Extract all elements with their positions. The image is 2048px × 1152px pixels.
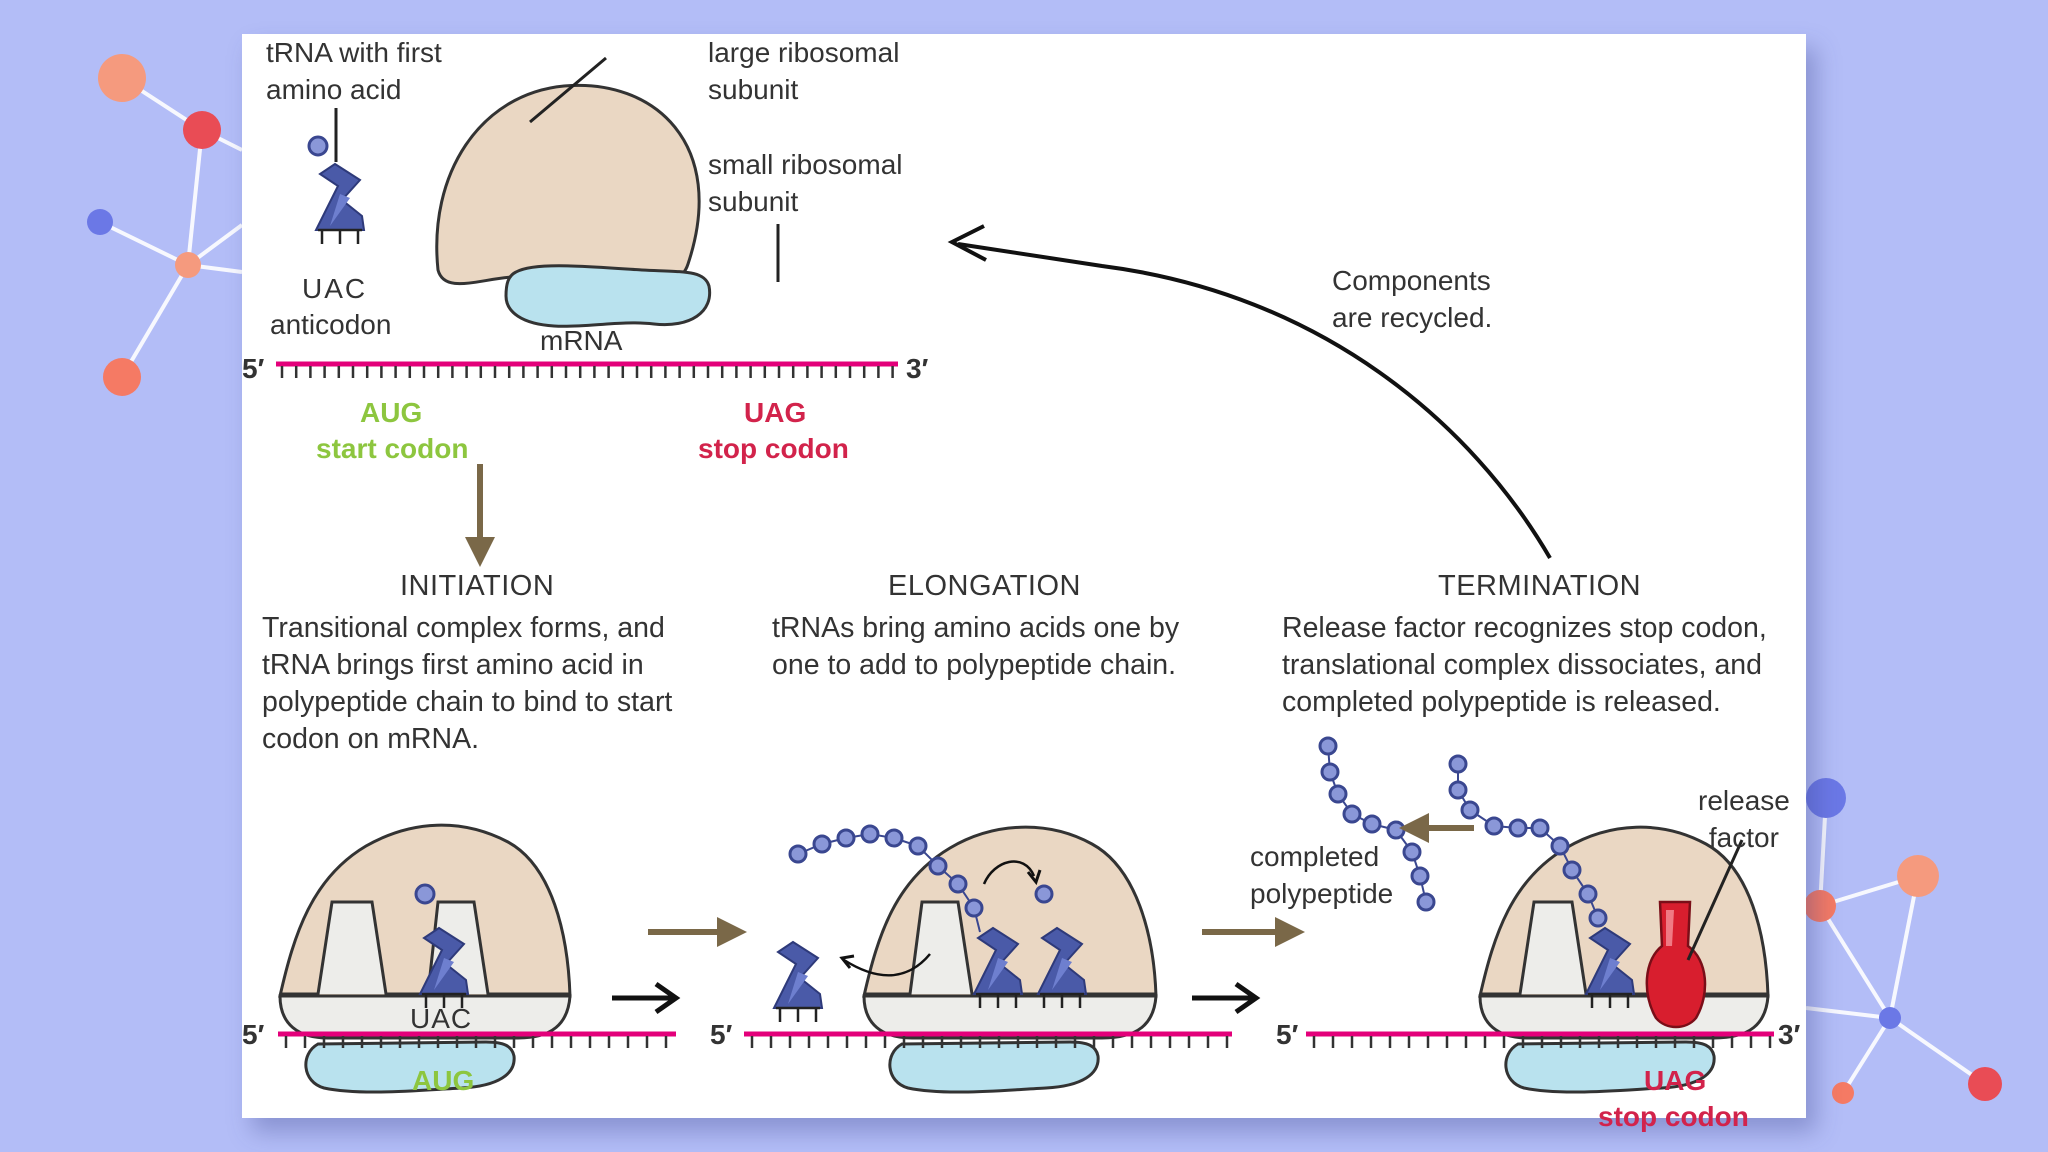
label-trna-first-amino-acid: tRNA with first amino acid	[266, 37, 442, 105]
translation-diagram-card: tRNA with first amino acid large ribosom…	[242, 34, 1806, 1132]
recycle-arrow	[957, 242, 1552, 560]
release-factor-pointer	[1686, 839, 1744, 961]
mrna-strand-termination	[1306, 1031, 1774, 1048]
exiting-polypeptide-chain	[1448, 754, 1608, 928]
mrna-strand-elongation	[744, 1031, 1232, 1048]
label-large-subunit: large ribosomal subunit	[708, 37, 900, 105]
label-five-prime-termination: 5′	[1276, 1019, 1299, 1050]
label-mrna: mRNA	[540, 325, 623, 356]
peptide-transfer-arrow	[982, 860, 1036, 885]
heading-initiation: INITIATION	[400, 570, 555, 602]
amino-acid-bead	[307, 135, 329, 157]
label-anticodon: anticodon	[270, 309, 392, 340]
elongation-ribosome	[862, 825, 1158, 1094]
translation-diagram	[276, 56, 1774, 1094]
label-anticodon-uac: UAC	[302, 273, 368, 304]
label-stop-codon-termination: stop codon	[1598, 1101, 1749, 1132]
mrna-strand-initiation	[278, 1031, 676, 1048]
large-ribosomal-subunit	[435, 83, 701, 292]
label-small-subunit: small ribosomal subunit	[708, 149, 903, 217]
label-stop-codon-top: stop codon	[698, 433, 849, 464]
recycle-arrow-head	[947, 224, 987, 262]
completed-polypeptide-chain	[1318, 736, 1436, 912]
label-five-prime-elongation: 5′	[710, 1019, 733, 1050]
label-three-prime-termination: 3′	[1778, 1019, 1801, 1050]
release-factor-shape	[1645, 900, 1707, 1029]
label-release-factor: release factor	[1698, 785, 1790, 853]
text-initiation: Transitional complex forms, and tRNA bri…	[262, 612, 673, 755]
label-three-prime-top: 3′	[906, 353, 929, 384]
large-subunit-pointer	[529, 56, 607, 124]
text-elongation: tRNAs bring amino acids one by one to ad…	[772, 612, 1180, 681]
label-five-prime-initiation: 5′	[242, 1019, 265, 1050]
label-components-recycled: Components are recycled.	[1332, 265, 1493, 333]
small-ribosomal-subunit	[504, 264, 712, 328]
exiting-trna	[772, 940, 824, 1024]
label-uag-termination: UAG	[1644, 1065, 1707, 1096]
termination-ribosome	[1478, 825, 1770, 1094]
heading-elongation: ELONGATION	[888, 570, 1081, 602]
label-five-prime-top: 5′	[242, 353, 265, 384]
exit-curve-arrow	[843, 953, 931, 977]
text-termination: Release factor recognizes stop codon, tr…	[1282, 612, 1767, 718]
label-start-codon: start codon	[316, 433, 469, 464]
label-aug-initiation: AUG	[412, 1065, 475, 1096]
label-uac-initiation: UAC	[410, 1003, 473, 1034]
label-aug-top: AUG	[360, 397, 423, 428]
label-uag-top: UAG	[744, 397, 807, 428]
label-completed-polypeptide: completed polypeptide	[1250, 841, 1394, 909]
trna-icon	[314, 162, 366, 246]
initiation-ribosome	[278, 823, 572, 1094]
elongation-polypeptide	[788, 824, 1054, 933]
arrow-initiation-elongation-head	[654, 981, 681, 1015]
mrna-strand-top	[276, 361, 898, 378]
heading-termination: TERMINATION	[1438, 570, 1642, 602]
